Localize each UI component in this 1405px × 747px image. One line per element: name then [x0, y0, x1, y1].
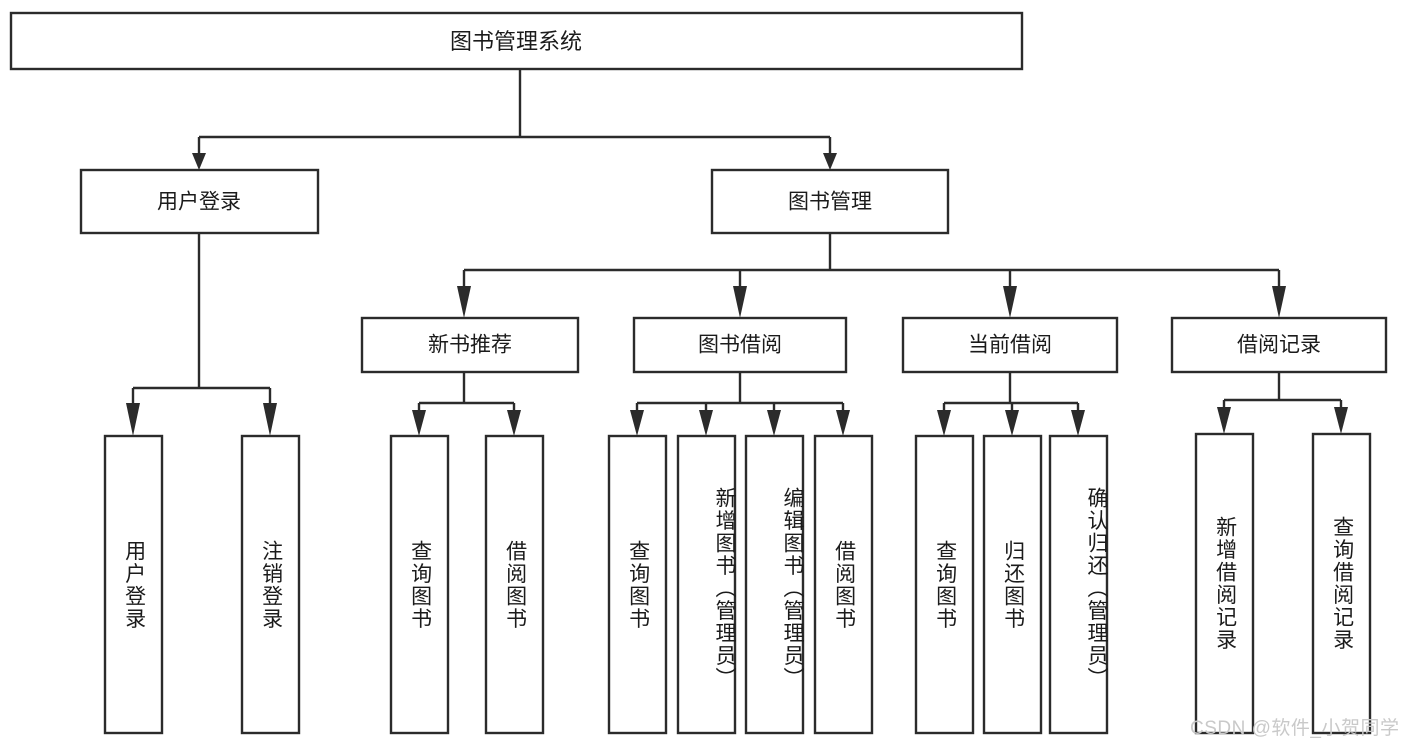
arrowhead-leaf-nbr-query — [412, 410, 426, 436]
arrowhead-borrow-record — [1272, 286, 1286, 318]
arrowhead-current-borrow — [1003, 286, 1017, 318]
arrowhead-leaf-br-add — [1217, 407, 1231, 434]
node-leaf-cb-confirm-box[interactable] — [1048, 434, 1109, 735]
node-user-login-box[interactable] — [79, 168, 320, 235]
arrowhead-leaf-bb-borrow — [836, 410, 850, 436]
arrowhead-leaf-br-query — [1334, 407, 1348, 434]
node-book-borrow-label: 图书借阅 — [698, 334, 782, 357]
arrowhead-user-login — [192, 153, 206, 170]
node-leaf-br-query-box[interactable] — [1311, 432, 1372, 735]
arrowhead-leaf-user-login — [126, 403, 140, 436]
arrowhead-leaf-bb-add — [699, 410, 713, 436]
node-user-login-label: 用户登录 — [157, 191, 241, 214]
arrowhead-leaf-cb-confirm — [1071, 410, 1085, 436]
node-current-borrow-label: 当前借阅 — [968, 334, 1052, 357]
arrowhead-book-manage — [823, 153, 837, 170]
node-leaf-logout-box[interactable] — [240, 434, 301, 735]
node-leaf-br-add-box[interactable] — [1194, 432, 1255, 735]
arrowhead-leaf-cb-return — [1005, 410, 1019, 436]
node-leaf-bb-edit-box[interactable] — [744, 434, 805, 735]
arrowhead-leaf-logout — [263, 403, 277, 436]
arrowhead-leaf-bb-edit — [767, 410, 781, 436]
arrowhead-book-borrow — [733, 286, 747, 318]
node-book-borrow-box[interactable] — [632, 316, 848, 374]
node-borrow-record-box[interactable] — [1170, 316, 1388, 374]
node-leaf-bb-query-box[interactable] — [607, 434, 668, 735]
node-borrow-record-label: 借阅记录 — [1237, 334, 1321, 357]
node-root-label: 图书管理系统 — [450, 29, 582, 54]
node-new-book-rec-box[interactable] — [360, 316, 580, 374]
node-book-manage-box[interactable] — [710, 168, 950, 235]
node-current-borrow-box[interactable] — [901, 316, 1119, 374]
node-leaf-cb-query-box[interactable] — [914, 434, 975, 735]
arrowhead-leaf-cb-query — [937, 410, 951, 436]
node-leaf-bb-add-box[interactable] — [676, 434, 737, 735]
node-leaf-nbr-query-box[interactable] — [389, 434, 450, 735]
node-root-box[interactable] — [9, 11, 1024, 71]
node-leaf-user-login-box[interactable] — [103, 434, 164, 735]
node-new-book-rec-label: 新书推荐 — [428, 334, 512, 357]
arrowhead-new-book-rec — [457, 286, 471, 318]
arrowhead-leaf-nbr-borrow — [507, 410, 521, 436]
node-leaf-cb-return-box[interactable] — [982, 434, 1043, 735]
node-leaf-nbr-borrow-box[interactable] — [484, 434, 545, 735]
csdn-watermark: CSDN @软件_小贺同学 — [1190, 718, 1400, 739]
node-leaf-bb-borrow-box[interactable] — [813, 434, 874, 735]
connector-layer — [126, 69, 1348, 436]
node-book-manage-label: 图书管理 — [788, 191, 872, 214]
node-layer: 图书管理系统 用户登录 图书管理 新书推荐 图书借阅 当前借阅 借阅记录 — [9, 11, 1388, 735]
arrowhead-leaf-bb-query — [630, 410, 644, 436]
